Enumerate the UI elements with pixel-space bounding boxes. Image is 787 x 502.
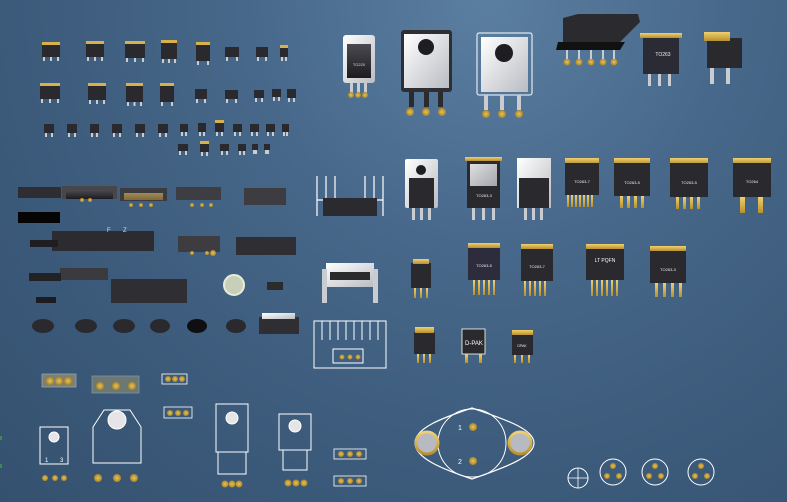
small-sot223-a: [411, 259, 431, 298]
sot-package-25: [215, 120, 224, 136]
to3-package-outline: [414, 407, 535, 480]
to263-7-label: TO263-7: [574, 179, 590, 184]
sot-package-2: [125, 41, 145, 62]
to264-label: TO264: [746, 179, 759, 184]
to220-vertical-outline-a: [215, 403, 249, 475]
to263-3-label: TO263-3: [476, 193, 492, 198]
sot-package-16: [287, 89, 296, 102]
sot-package-18: [67, 124, 77, 137]
pad-rows-left: [41, 373, 193, 419]
to39-outlines: [567, 458, 715, 489]
sot-package-23: [180, 124, 188, 136]
to263-5c-package: TO263-5: [468, 243, 500, 295]
zr-label-b: Z: [123, 228, 127, 234]
pin3-label-a: 3: [60, 458, 64, 464]
to220-vertical-outline-b: [278, 413, 312, 471]
sot-package-24: [198, 123, 206, 136]
sot-package-21: [135, 124, 145, 137]
to92-pads: [42, 475, 67, 481]
to263-3b-label: TO263-3: [660, 267, 676, 272]
to220-label: TO220: [353, 62, 366, 67]
left-edge-indicator: [0, 436, 3, 472]
pin1-label-a: 1: [45, 458, 49, 464]
to92-outline-small: [39, 426, 69, 465]
to247-outline-package: [476, 32, 533, 118]
to263-3-package: TO263-3: [465, 157, 502, 220]
sot-package-3: [161, 40, 177, 63]
smd-small-center: [210, 250, 283, 296]
to220-outline-pads: [94, 474, 138, 482]
ltc-package: LT PQFN: [586, 244, 624, 296]
to220-package: TO220: [343, 35, 375, 98]
sot-package-28: [266, 124, 275, 136]
diode-packages-left: F Z: [18, 186, 296, 303]
sot-package-22: [158, 124, 168, 137]
sot-package-34: [252, 144, 258, 154]
sot-package-11: [160, 83, 174, 106]
sot-package-9: [88, 83, 106, 104]
sot-package-20: [112, 124, 122, 137]
sot-package-group: [40, 40, 296, 156]
to263-5b-package: TO263-5: [670, 158, 708, 209]
heatsink-top-device: [323, 198, 377, 216]
sot-package-35: [264, 144, 270, 154]
heatsink-bottom-pads: [339, 354, 361, 360]
sot-package-4: [196, 42, 210, 65]
dpak-small-a: [414, 327, 435, 363]
to263-3b-package: TO263-3: [650, 246, 686, 297]
to220-vertical-pads-a: [221, 480, 243, 488]
to220-outline-large: [92, 409, 142, 464]
to3-pin2-label: 2: [458, 459, 462, 466]
to263-5-label: TO263-5: [624, 180, 640, 185]
dpak-power-package: [704, 32, 742, 84]
sot-package-31: [200, 141, 209, 156]
to220-vertical-pads-b: [284, 479, 308, 487]
sot-package-10: [126, 83, 143, 106]
dpak2-package: DPAK: [512, 330, 533, 363]
sot-package-33: [238, 144, 246, 155]
to247-package: [401, 30, 452, 116]
sot-package-0: [42, 42, 60, 61]
to218-package: [556, 14, 640, 66]
to263-5b-label: TO263-5: [681, 180, 697, 185]
dpak-package: D-PAK: [461, 328, 486, 363]
dpak2-label: DPAK: [517, 344, 527, 348]
sot-package-8: [40, 83, 60, 103]
sot-package-7: [280, 45, 288, 61]
sip-pad-rows: [333, 448, 367, 487]
zr-label-a: F: [107, 228, 111, 234]
sot-package-26: [233, 124, 242, 136]
sot-package-30: [178, 144, 188, 155]
sot-package-27: [250, 124, 259, 136]
sot-package-13: [225, 90, 238, 103]
to263-7-package: TO263-7: [565, 158, 599, 207]
melf-row: [32, 313, 299, 334]
to220-mid: [405, 159, 438, 220]
to263-7b-label: TO263-7: [529, 264, 545, 269]
heatsink-mid: [322, 263, 378, 303]
sot-package-19: [90, 124, 99, 137]
sot-package-1: [86, 41, 104, 61]
sot-package-5: [225, 47, 239, 61]
to263-7b-package: TO263-7: [521, 244, 553, 296]
to263-label: TO263: [655, 52, 670, 58]
sot-package-29: [282, 124, 289, 136]
to263-5-package: TO263-5: [614, 158, 650, 208]
sot-package-15: [272, 89, 281, 101]
sot-package-6: [256, 47, 268, 61]
ltc-label: LT PQFN: [595, 258, 616, 264]
to3-pin1-label: 1: [458, 425, 462, 432]
dpak-label: D-PAK: [465, 341, 483, 347]
to264-package: TO264: [733, 158, 771, 213]
sot-package-17: [44, 124, 54, 137]
to263-package: TO263: [640, 33, 682, 86]
sot-package-32: [220, 144, 229, 155]
to220-silver: [517, 158, 551, 220]
sot-package-12: [195, 89, 207, 103]
heatsink-bottom: [313, 320, 387, 369]
to263-5c-label: TO263-5: [476, 263, 492, 268]
sot-package-14: [254, 90, 264, 102]
